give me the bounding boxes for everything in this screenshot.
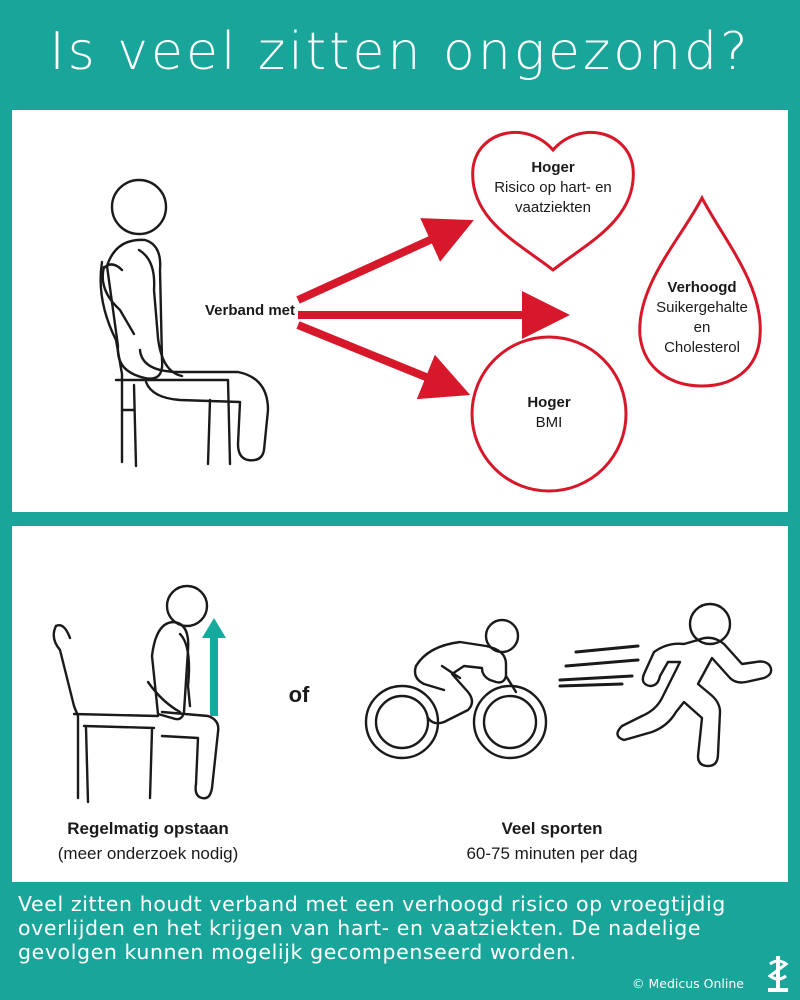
relation-arrows: [296, 218, 570, 400]
arrow-to-circle: [296, 321, 471, 400]
copyright-label: © Medicus Online: [632, 976, 744, 991]
bmi-heading: Hoger: [527, 394, 571, 411]
standing-up-heading: Regelmatig opstaan: [67, 819, 229, 838]
sports-heading: Veel sporten: [501, 819, 603, 838]
or-label: of: [288, 682, 310, 707]
summary-text: Veel zitten houdt verband met een verhoo…: [18, 892, 726, 964]
drop-heading: Verhoogd: [667, 279, 737, 296]
heart-icon: [471, 130, 635, 272]
drop-text: Verhoogd Suikergehalte en Cholesterol: [640, 278, 764, 358]
drop-line3: Cholesterol: [664, 339, 740, 356]
page-title: Is veel zitten ongezond?: [49, 22, 751, 82]
sports-sub: 60-75 minuten per dag: [466, 844, 638, 863]
sports-text: Veel sporten 60-75 minuten per dag: [432, 816, 672, 866]
standing-up-person-icon: [52, 584, 220, 804]
heart-text: Hoger Risico op hart- en vaatziekten: [472, 158, 634, 218]
solutions-diagram: [52, 584, 773, 804]
runner-icon: [616, 602, 773, 768]
relation-label: Verband met: [204, 302, 296, 319]
bmi-line1: BMI: [535, 414, 563, 431]
arrow-to-heart: [296, 218, 474, 304]
heart-heading: Hoger: [531, 159, 575, 176]
bmi-circle-icon: [470, 335, 628, 493]
solutions-panel: of Regelmatig opstaan (meer onderzoek no…: [12, 526, 788, 882]
risk-panel: Verband met Hoger Risico op hart- en vaa…: [12, 110, 788, 512]
heart-line1: Risico op hart- en: [494, 179, 612, 196]
up-arrow-icon: [202, 618, 226, 716]
cyclist-icon: [364, 618, 548, 760]
drop-line1: Suikergehalte: [656, 299, 748, 316]
medicus-logo-icon: [767, 956, 789, 992]
risk-diagram: [99, 130, 762, 493]
heart-line2: vaatziekten: [515, 199, 591, 216]
drop-line2: en: [693, 319, 711, 336]
blood-drop-icon: [638, 194, 762, 388]
speed-lines-icon: [558, 644, 640, 688]
standing-up-sub: (meer onderzoek nodig): [57, 844, 239, 863]
seated-person-icon: [99, 178, 270, 468]
standing-up-text: Regelmatig opstaan (meer onderzoek nodig…: [30, 816, 266, 866]
bmi-text: Hoger BMI: [482, 393, 616, 433]
